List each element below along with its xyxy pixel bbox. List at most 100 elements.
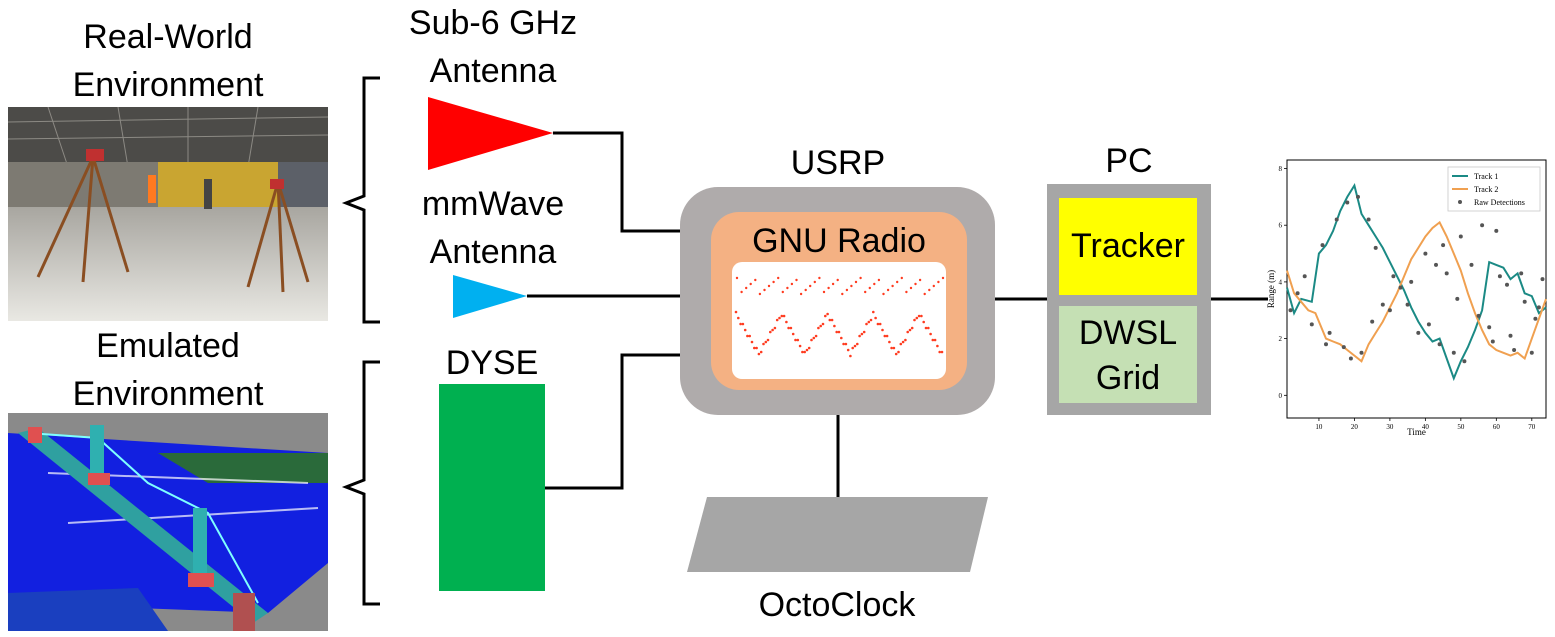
raw-detection-point xyxy=(1370,319,1375,324)
real-world-label-line2: Environment xyxy=(72,66,264,104)
emulated-brace xyxy=(341,360,380,606)
gnu-sample-point xyxy=(840,336,843,340)
dyse-label: DYSE xyxy=(445,344,539,382)
gnu-sample-point xyxy=(920,314,923,318)
raw-detection-point xyxy=(1359,350,1364,355)
gnu-sample-point xyxy=(846,348,850,352)
raw-detection-point xyxy=(1455,296,1460,301)
raw-detection-point xyxy=(1348,356,1353,361)
gnu-sample-point xyxy=(938,350,941,354)
gnu-sample-point xyxy=(858,334,861,338)
gnu-sample-point xyxy=(915,316,919,320)
gnu-sample-point xyxy=(924,326,928,330)
raw-detection-point xyxy=(1480,223,1485,228)
gnu-sample-point xyxy=(772,280,775,284)
gnu-sample-point xyxy=(891,284,894,288)
gnu-sample-point xyxy=(918,278,922,282)
pc-label: PC xyxy=(1105,142,1153,180)
gnu-sample-point xyxy=(899,342,903,346)
raw-detection-point xyxy=(1458,234,1463,239)
legend-label: Track 2 xyxy=(1474,185,1498,194)
track-line-2 xyxy=(1286,220,1547,363)
x-tick-label: 30 xyxy=(1386,423,1394,431)
raw-detection-point xyxy=(1494,228,1499,233)
gnu-sample-point xyxy=(876,322,880,326)
raw-detection-point xyxy=(1476,313,1481,318)
gnu-sample-point xyxy=(775,318,779,322)
plot-area xyxy=(1286,159,1547,419)
x-axis-label: Time xyxy=(1407,427,1426,437)
gnu-sample-point xyxy=(737,316,740,320)
raw-detection-point xyxy=(1529,350,1534,355)
y-tick-label: 2 xyxy=(1279,335,1283,343)
gnu-sample-point xyxy=(844,342,848,346)
raw-detection-point xyxy=(1469,262,1474,267)
raw-detection-point xyxy=(1444,271,1449,276)
gnu-sample-point xyxy=(830,318,834,322)
raw-detection-point xyxy=(1356,194,1360,199)
gnu-sample-point xyxy=(740,290,743,294)
gnu-sample-point xyxy=(785,320,788,324)
gnu-sample-point xyxy=(841,292,844,296)
gnu-sample-point xyxy=(762,342,765,346)
raw-detection-point xyxy=(1434,262,1438,267)
raw-detection-point xyxy=(1391,274,1396,279)
raw-detection-point xyxy=(1327,330,1332,335)
gnu-sample-point xyxy=(833,324,836,328)
gnu-sample-point xyxy=(835,330,838,334)
gnu-sample-point xyxy=(908,328,912,332)
gnu-sample-point xyxy=(923,292,926,296)
gnu-sample-point xyxy=(831,282,835,286)
gnu-sample-point xyxy=(790,282,794,286)
gnu-sample-point xyxy=(819,324,822,328)
sub6-connection xyxy=(553,131,684,233)
gnu-sample-point xyxy=(824,314,827,318)
gnu-sample-point xyxy=(900,276,903,280)
raw-detection-point xyxy=(1512,348,1517,352)
raw-detection-point xyxy=(1409,279,1414,284)
gnu-sample-point xyxy=(796,338,800,342)
mmwave-label-line1: mmWave xyxy=(421,185,565,223)
raw-detection-point xyxy=(1540,277,1545,282)
raw-detection-point xyxy=(1437,342,1442,347)
gnu-radio-label: GNU Radio xyxy=(752,222,926,260)
gnu-sample-point xyxy=(758,292,762,296)
sub6-label-line2: Antenna xyxy=(429,52,557,90)
legend-label: Track 1 xyxy=(1474,172,1498,181)
gnu-sample-point xyxy=(763,288,766,292)
gnu-sample-point xyxy=(804,288,807,292)
gnu-sample-point xyxy=(773,326,777,330)
gnu-sample-point xyxy=(836,278,839,282)
gnu-sample-point xyxy=(769,330,772,334)
gnu-radio-sample-points xyxy=(734,276,945,358)
gnu-sample-point xyxy=(877,278,881,282)
raw-detection-point xyxy=(1334,217,1339,222)
emulated-label-line2: Environment xyxy=(72,375,264,413)
gnu-sample-point xyxy=(795,278,798,282)
raw-detection-point xyxy=(1295,291,1300,296)
gnu-sample-point xyxy=(883,334,887,338)
chart-legend xyxy=(1447,166,1541,212)
gnu-sample-point xyxy=(818,276,821,280)
raw-detection-point xyxy=(1536,305,1541,310)
raw-detection-point xyxy=(1288,308,1293,313)
raw-detection-point xyxy=(1324,342,1328,347)
real-world-label-line1: Real-World xyxy=(83,18,253,56)
raw-detection-point xyxy=(1451,350,1456,355)
gnu-sample-point xyxy=(759,350,763,354)
gnu-sample-point xyxy=(791,332,795,336)
gnu-sample-point xyxy=(909,286,913,290)
raw-detection-point xyxy=(1302,274,1307,279)
raw-detection-point xyxy=(1309,322,1314,327)
gnu-sample-point xyxy=(743,328,747,332)
dwsl-grid-box xyxy=(1059,306,1197,403)
gnu-sample-point xyxy=(869,318,873,322)
raw-detection-point xyxy=(1519,271,1524,276)
raw-detection-point xyxy=(1423,251,1428,256)
gnu-sample-point xyxy=(827,286,830,290)
gnu-sample-point xyxy=(813,280,816,284)
octoclock-block xyxy=(687,497,988,572)
gnu-sample-point xyxy=(922,320,925,324)
gnu-sample-point xyxy=(888,340,891,344)
